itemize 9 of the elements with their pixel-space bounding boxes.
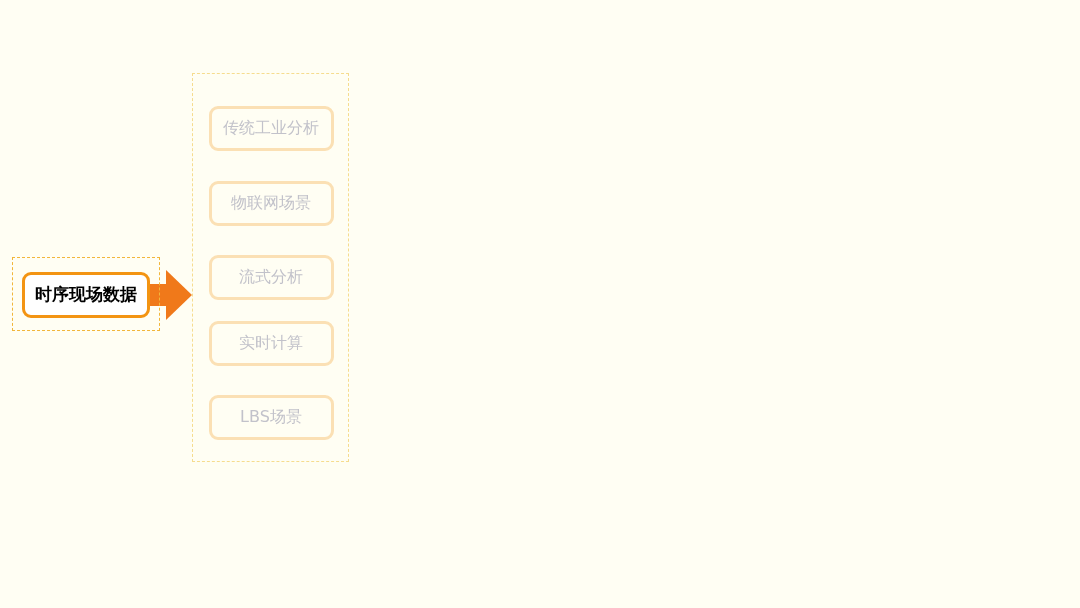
dashed-frame — [192, 73, 349, 462]
process-box: 时序现场数据 — [21, 271, 150, 318]
process-box: 实时计算 — [208, 320, 334, 366]
process-box: LBS场景 — [208, 394, 334, 440]
process-box: 流式分析 — [208, 254, 334, 300]
dashed-frame — [12, 257, 160, 331]
process-box: 传统工业分析 — [208, 105, 334, 151]
process-box: 物联网场景 — [208, 180, 334, 226]
arrow — [150, 270, 192, 320]
